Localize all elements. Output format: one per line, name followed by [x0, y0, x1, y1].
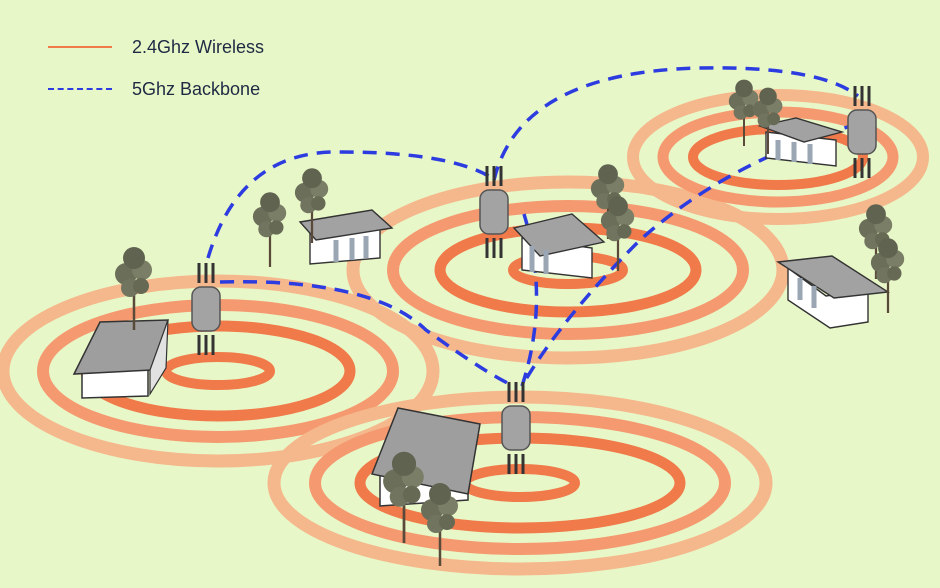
house-left [72, 319, 170, 399]
house-upper-right [757, 117, 845, 167]
backbone-link-center-right [492, 66, 860, 181]
solid-line-icon [48, 46, 112, 48]
house-center [512, 213, 606, 279]
dashed-line-icon [48, 88, 112, 90]
backbone-link-left-bottom [219, 279, 515, 388]
legend-item-wireless: 2.4Ghz Wireless [48, 34, 264, 60]
house-right [775, 255, 891, 329]
legend-label: 2.4Ghz Wireless [132, 36, 265, 57]
backbone-link-left-center [206, 150, 493, 259]
legend: 2.4Ghz Wireless 5Ghz Backbone [48, 34, 264, 118]
house-upper-left [298, 209, 394, 265]
tree-icon [251, 191, 288, 269]
legend-label: 5Ghz Backbone [132, 78, 261, 99]
legend-item-backbone: 5Ghz Backbone [48, 76, 264, 102]
